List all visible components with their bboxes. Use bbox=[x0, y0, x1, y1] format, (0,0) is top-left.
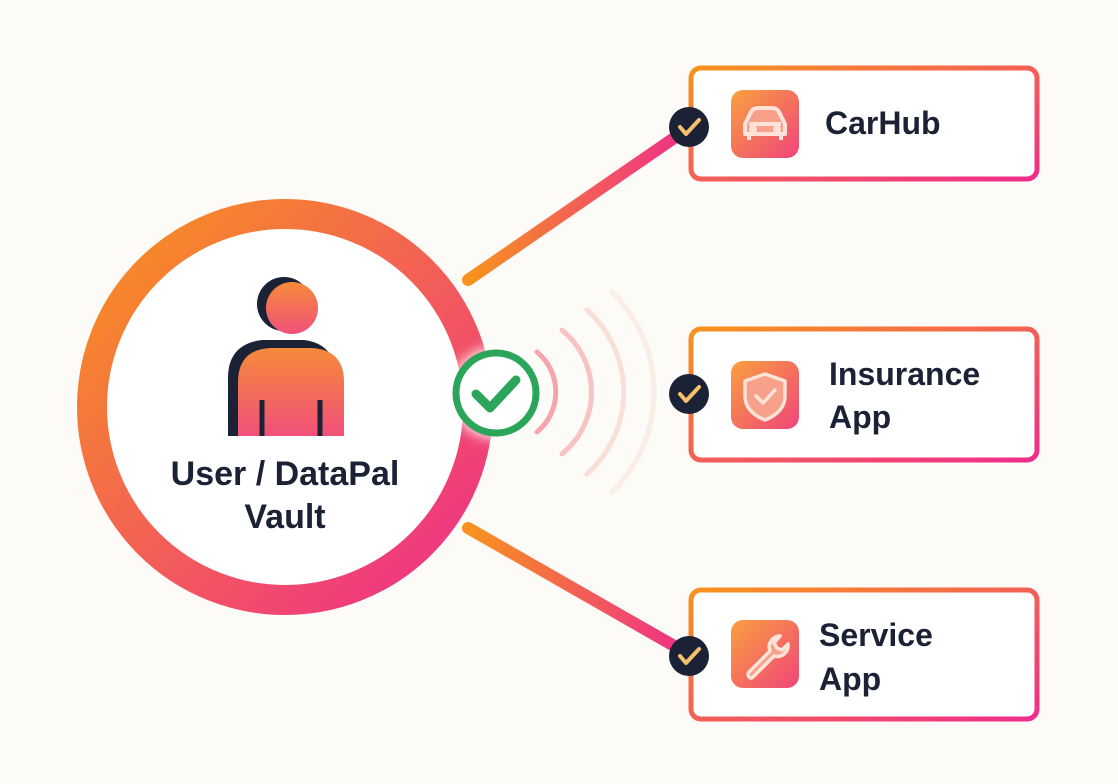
user-icon bbox=[228, 277, 344, 436]
check-icon bbox=[669, 636, 709, 676]
car-icon bbox=[743, 106, 787, 140]
wave-right-1 bbox=[534, 349, 559, 435]
connector-carhub bbox=[462, 121, 696, 286]
wave-right-3 bbox=[584, 307, 627, 477]
wave-right-2 bbox=[559, 327, 594, 457]
service-label-carhub-line1: CarHub bbox=[825, 105, 941, 141]
service-label-insurance-line1: Insurance bbox=[829, 356, 980, 392]
service-label-service-line2: App bbox=[819, 661, 881, 697]
hub-vault: User / DataPal Vault bbox=[77, 199, 493, 615]
service-label-service-line1: Service bbox=[819, 617, 933, 653]
check-icon bbox=[669, 107, 709, 147]
service-card-service: Service App bbox=[669, 587, 1040, 722]
check-icon bbox=[450, 347, 542, 439]
check-icon bbox=[669, 374, 709, 414]
wrench-icon bbox=[746, 634, 790, 680]
service-card-carhub: CarHub bbox=[669, 65, 1040, 182]
hub-label-line1: User / DataPal bbox=[171, 455, 400, 493]
connector-service bbox=[462, 522, 696, 661]
wave-right-4 bbox=[609, 289, 657, 495]
shield-check-icon bbox=[743, 372, 787, 422]
hub-label-line2: Vault bbox=[244, 498, 325, 536]
service-card-insurance: Insurance App bbox=[669, 326, 1040, 463]
service-label-insurance-line2: App bbox=[829, 399, 891, 435]
